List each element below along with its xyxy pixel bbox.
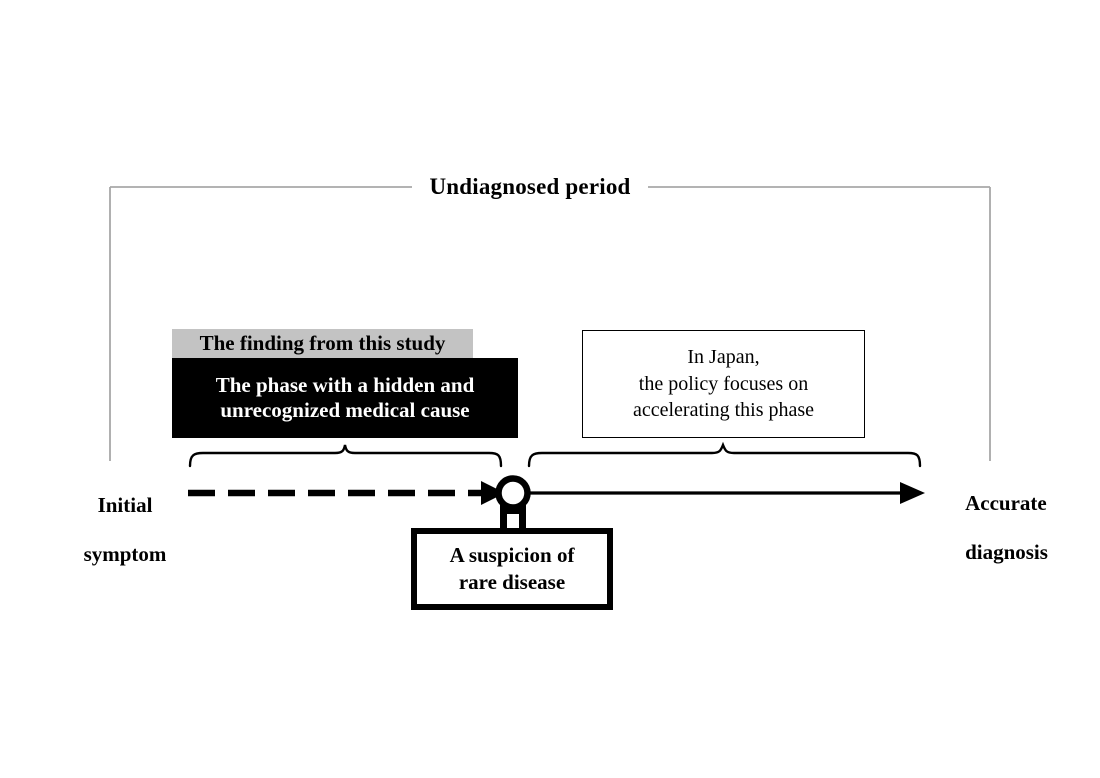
dashed-phase-arrow <box>188 481 505 505</box>
suspicion-line-1: A suspicion of <box>449 542 575 567</box>
right-phase-curly-brace <box>527 441 922 468</box>
hidden-phase-line-1: The phase with a hidden and <box>215 373 475 398</box>
timeline-start-label: Initial symptom <box>52 468 177 592</box>
solid-arrow-head <box>900 482 925 504</box>
left-phase-curly-brace <box>188 444 503 468</box>
timeline-end-label: Accurate diagnosis <box>920 466 1072 590</box>
hidden-phase-callout-box: The phase with a hidden and unrecognized… <box>172 358 518 438</box>
node-stem-left <box>500 505 507 531</box>
timeline-end-label-line-2: diagnosis <box>965 540 1048 565</box>
suspicion-node-marker <box>495 475 531 531</box>
japan-policy-line-2: the policy focuses on <box>638 372 809 395</box>
undiagnosed-period-bracket <box>109 186 991 461</box>
node-stem-right <box>519 505 526 531</box>
finding-banner: The finding from this study <box>172 329 473 358</box>
timeline-end-label-line-1: Accurate <box>965 490 1047 515</box>
suspicion-callout-box: A suspicion of rare disease <box>411 528 613 610</box>
solid-phase-arrow <box>528 482 925 504</box>
timeline-start-label-line-1: Initial <box>97 492 153 517</box>
page-title: Undiagnosed period <box>429 174 631 199</box>
suspicion-line-2: rare disease <box>458 570 566 594</box>
hidden-phase-line-2: unrecognized medical cause <box>220 398 470 422</box>
node-circle-icon <box>495 475 531 511</box>
japan-policy-callout-box: In Japan, the policy focuses on accelera… <box>582 330 865 438</box>
japan-policy-line-1: In Japan, <box>687 346 760 369</box>
japan-policy-line-3: accelerating this phase <box>632 399 815 422</box>
dashed-arrow-head <box>481 481 505 505</box>
timeline-start-label-line-2: symptom <box>83 542 167 567</box>
